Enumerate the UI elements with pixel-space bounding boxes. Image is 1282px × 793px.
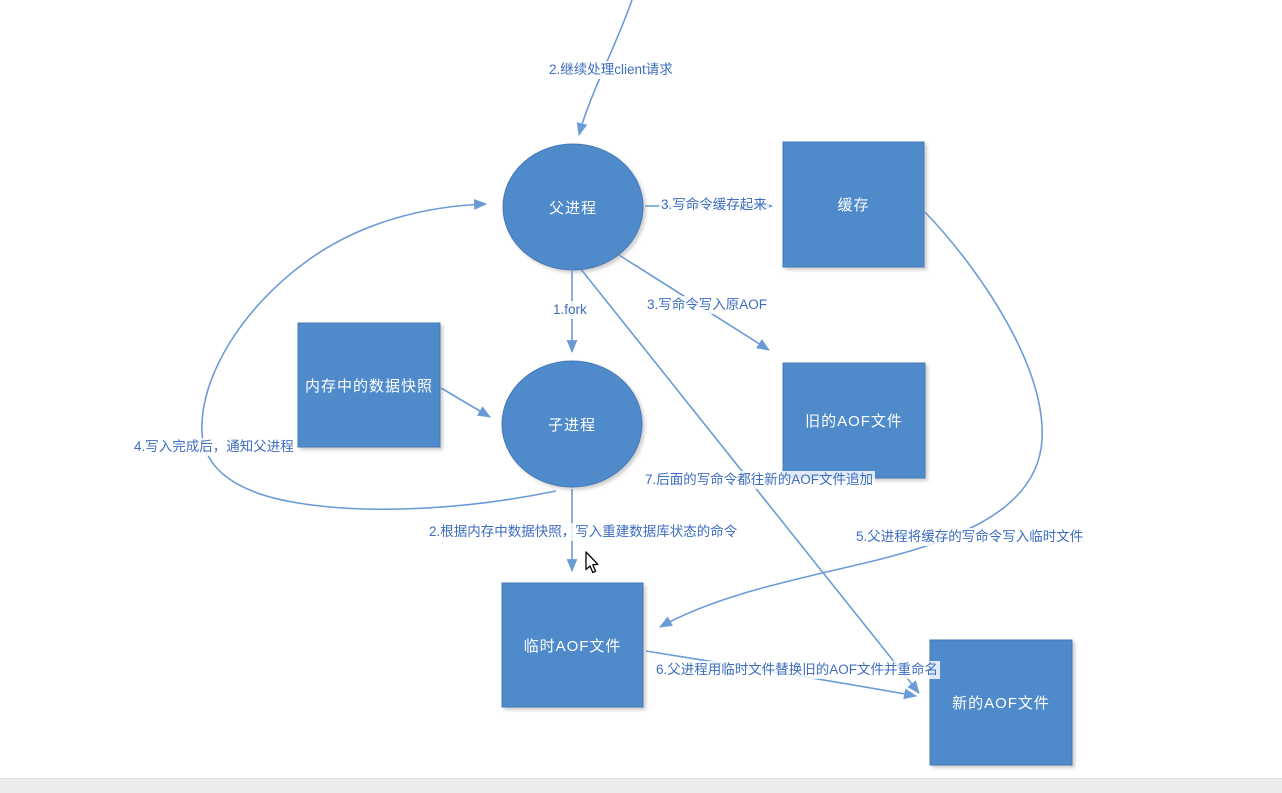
edge-child-to-parent-loop-arrow bbox=[201, 198, 557, 511]
memory-snapshot-node bbox=[297, 322, 441, 448]
edge-label-append-new-aof: 7.后面的写命令都往新的AOF文件追加 bbox=[643, 471, 876, 489]
edge-label-replace-rename: 6.父进程用临时文件替换旧的AOF文件并重命名 bbox=[654, 661, 941, 679]
bottom-window-edge bbox=[0, 778, 1282, 793]
edge-label-rebuild-commands: 2.根据内存中数据快照，写入重建数据库状态的命令 bbox=[427, 523, 740, 541]
new-aof-node bbox=[929, 639, 1073, 766]
edge-label-write-temp-file: 5.父进程将缓存的写命令写入临时文件 bbox=[854, 528, 1086, 546]
edge-cache-to-temp-aof-arrow bbox=[659, 211, 1043, 628]
edge-snapshot-to-child-arrow bbox=[440, 387, 491, 418]
node-shapes bbox=[297, 141, 1073, 766]
old-aof-node bbox=[782, 362, 926, 479]
edge-label-cache-commands: 3.写命令缓存起来 bbox=[659, 196, 769, 214]
temp-aof-node bbox=[501, 582, 644, 708]
cache-node bbox=[782, 141, 925, 268]
edge-label-notify-parent: 4.写入完成后，通知父进程 bbox=[132, 438, 296, 456]
edge-label-fork: 1.fork bbox=[551, 301, 589, 319]
edge-label-write-old-aof: 3.写命令写入原AOF bbox=[645, 296, 770, 314]
child-process-node bbox=[501, 360, 643, 488]
edge-label-client-request: 2.继续处理client请求 bbox=[547, 61, 675, 79]
mouse-cursor-icon bbox=[585, 551, 599, 574]
parent-process-node bbox=[502, 143, 644, 271]
